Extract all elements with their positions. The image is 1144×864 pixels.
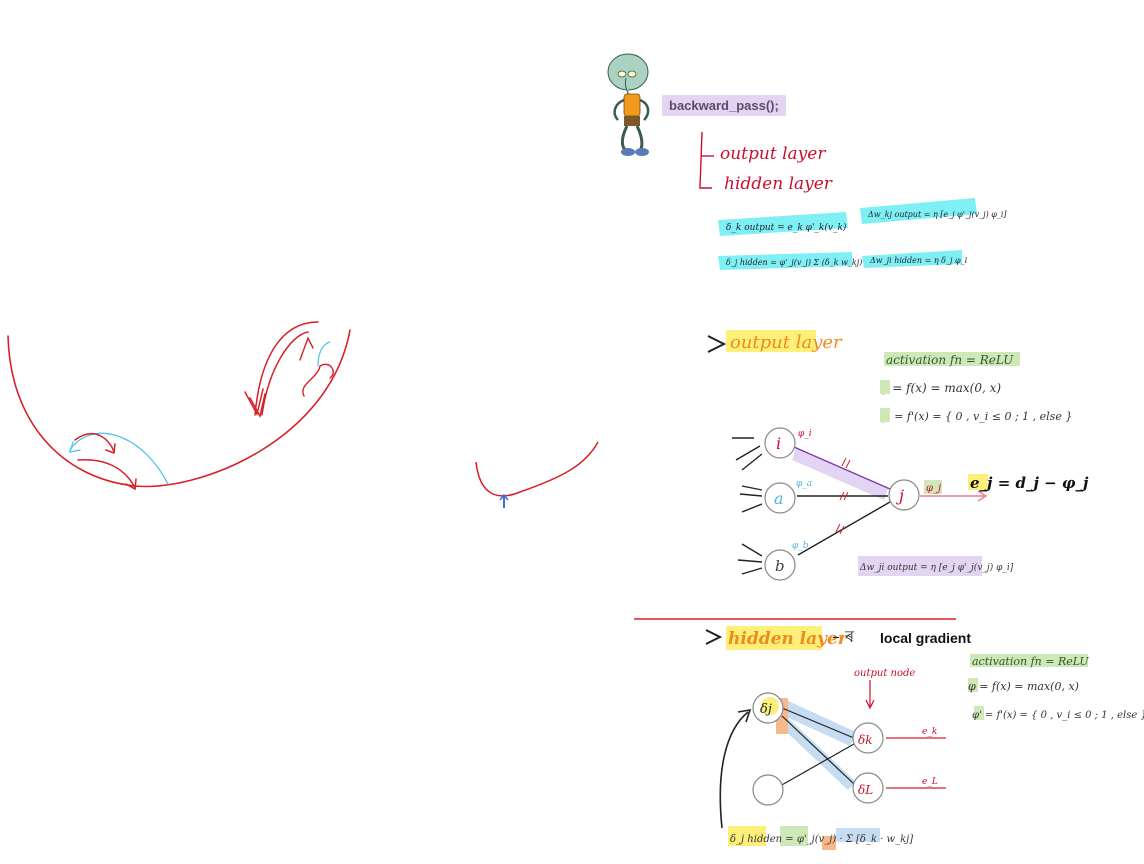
label-phi-b: φ_b — [792, 541, 809, 551]
node-b: b — [775, 557, 785, 575]
label-phi-i: φ_i — [798, 429, 812, 439]
output-arrow-icon — [707, 335, 727, 353]
branch-hidden-layer: hidden layer — [724, 174, 833, 194]
formula-highlights — [718, 198, 977, 270]
error-k: e_k — [922, 727, 937, 737]
node-delta-l: δL — [858, 783, 873, 797]
phi-highlight-3 — [968, 678, 978, 692]
output-heading: output layer — [730, 332, 843, 353]
label-phi-a: φ_a — [796, 479, 812, 489]
hidden-f: φ = f(x) = max(0, x) — [968, 680, 1079, 693]
error-formula: e_j = d_j − φ_j — [970, 474, 1089, 492]
phi-highlight-1 — [880, 380, 890, 394]
node-j: j — [896, 486, 904, 505]
hidden-arrow-icon — [705, 629, 723, 645]
branch-bracket — [699, 131, 714, 189]
phi-j-highlight — [924, 480, 942, 494]
backward-pass-label: backward_pass(); — [662, 95, 786, 116]
dw-output-formula: Δw_ji output = η [e_j φ'_j(v_j) φ_i] — [859, 562, 1014, 573]
output-network-edges — [732, 437, 988, 575]
hidden-dash: – ৰ — [832, 627, 855, 646]
error-l: e_L — [922, 777, 938, 787]
squidward-character-icon — [607, 53, 650, 156]
output-node-arrowhead — [865, 699, 875, 710]
phi-highlight-4 — [974, 706, 984, 720]
hidden-formula: δ_j hidden = φ'_j(v_j) · Σ [δ_k · w_kj] — [730, 834, 913, 845]
hidden-network-edges — [719, 698, 946, 829]
hidden-formula-highlight-1 — [728, 826, 766, 846]
output-f: φ = f(x) = max(0, x) — [880, 381, 1001, 395]
branch-output-layer: output layer — [720, 144, 826, 164]
output-activation: activation fn = ReLU — [886, 353, 1014, 367]
hidden-activation: activation fn = ReLU — [972, 655, 1089, 668]
node-i: i — [776, 434, 781, 453]
formula-delta-output: δ_k output = e_k φ'_k(v_k) — [726, 222, 847, 233]
formula-delta-hidden: δ_j hidden = φ'_j(v_j) Σ (δ_k w_kj) — [726, 258, 862, 267]
output-network-nodes — [764, 427, 920, 581]
node-a: a — [774, 489, 784, 508]
output-heading-highlight — [726, 330, 816, 352]
hidden-formula-highlight-3 — [822, 836, 836, 850]
small-curve-sketch — [475, 441, 599, 508]
hidden-f-prime: φ' = f'(x) = { 0 , v_i ≤ 0 ; 1 , else } — [972, 710, 1144, 721]
error-highlight — [968, 474, 988, 490]
hidden-network-nodes — [752, 692, 884, 806]
label-phi-j: φ_j — [926, 483, 941, 494]
formula-dw-hidden: Δw_ji hidden = η δ_j φ_i — [869, 256, 968, 265]
node-delta-j: δj — [760, 702, 772, 717]
output-activation-highlight — [884, 352, 1020, 366]
node-delta-k: δk — [858, 733, 873, 747]
hidden-activation-highlight — [970, 654, 1088, 667]
dw-output-highlight — [858, 556, 982, 576]
local-gradient-label: local gradient — [880, 630, 972, 646]
hidden-heading: hidden layer — [728, 629, 848, 649]
output-f-prime: φ' = f'(x) = { 0 , v_i ≤ 0 ; 1 , else } — [880, 410, 1072, 423]
hidden-formula-highlight-4 — [836, 828, 880, 842]
hidden-formula-highlight-2 — [780, 826, 808, 846]
formula-dw-output: Δw_kj output = η [e_j φ'_j(v_j) φ_i] — [867, 210, 1007, 219]
output-node-label: output node — [854, 668, 915, 679]
phi-highlight-2 — [880, 408, 890, 422]
loss-curve-sketch — [7, 321, 351, 491]
hidden-heading-highlight — [726, 626, 822, 650]
